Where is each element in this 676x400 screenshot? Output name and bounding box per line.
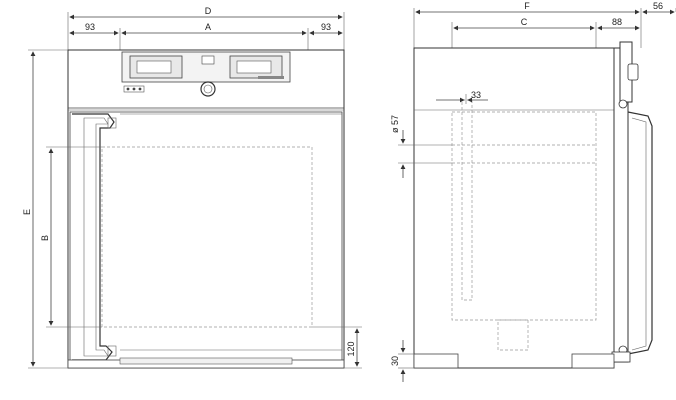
side-view: F 56 C 88 bbox=[390, 1, 676, 382]
dim-left-offset-label: 93 bbox=[85, 22, 95, 32]
dim-f-label: F bbox=[524, 1, 530, 11]
dimension-120: 120 bbox=[312, 326, 362, 369]
dim-57-label: ø 57 bbox=[390, 115, 400, 133]
door bbox=[69, 111, 343, 365]
dimension-e: E bbox=[22, 49, 68, 369]
dimension-33: 33 bbox=[436, 90, 488, 104]
dim-d-label: D bbox=[205, 6, 212, 16]
door-latch bbox=[627, 63, 639, 81]
dim-right-offset-label: 93 bbox=[321, 22, 331, 32]
side-door-profile bbox=[611, 41, 653, 363]
control-panel bbox=[121, 51, 291, 97]
dim-120-label: 120 bbox=[346, 341, 356, 356]
dim-33-label: 33 bbox=[471, 90, 481, 100]
interior-chamber bbox=[101, 146, 313, 328]
dimension-57: ø 57 bbox=[390, 115, 452, 178]
dimension-d: D bbox=[67, 6, 345, 50]
side-interior bbox=[451, 111, 597, 321]
dim-b-label: B bbox=[40, 235, 50, 241]
foot-left bbox=[413, 353, 459, 369]
air-vent bbox=[461, 99, 473, 301]
dimension-f: F bbox=[413, 1, 642, 48]
dimension-b: B bbox=[40, 146, 102, 328]
dim-30-label: 30 bbox=[390, 356, 400, 366]
dim-c-label: C bbox=[521, 17, 528, 27]
foot-right bbox=[571, 353, 615, 369]
front-view: D 93 A 93 bbox=[22, 6, 362, 369]
dimension-30: 30 bbox=[390, 340, 414, 382]
cabinet-side bbox=[413, 47, 615, 369]
dim-a-label: A bbox=[205, 22, 211, 32]
dimension-56: 56 bbox=[642, 1, 676, 15]
dimension-a-row: 93 A 93 bbox=[69, 22, 343, 52]
dim-56-label: 56 bbox=[653, 1, 663, 11]
center-indicator bbox=[201, 55, 215, 65]
dim-88-label: 88 bbox=[612, 17, 622, 27]
dim-e-label: E bbox=[22, 209, 32, 215]
cabinet-front bbox=[67, 49, 345, 369]
